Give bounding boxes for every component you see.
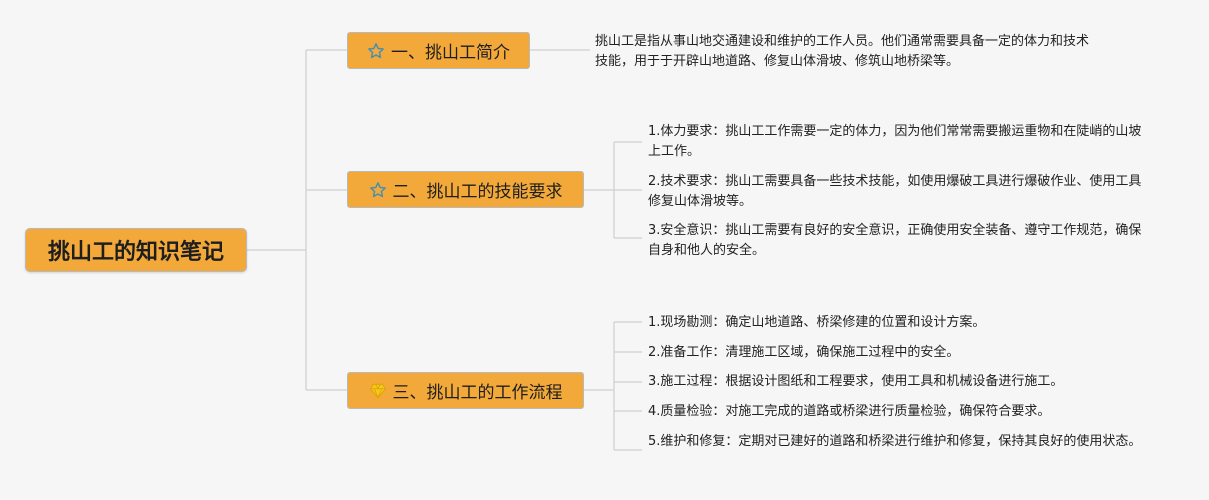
connector-branch-3 — [584, 321, 642, 451]
leaf-topic-intro[interactable]: 挑山工是指从事山地交通建设和维护的工作人员。他们通常需要具备一定的体力和技术技能… — [595, 34, 1090, 69]
leaf-topic-maintenance[interactable]: 5.维护和修复：定期对已建好的道路和桥梁进行维护和修复，保持其良好的使用状态。 — [648, 434, 1142, 449]
root-topic-label: 挑山工的知识笔记 — [47, 240, 224, 265]
star-outline-icon — [367, 42, 385, 60]
diamond-icon — [369, 382, 387, 400]
leaf-topic-inspection[interactable]: 4.质量检验：对施工完成的道路或桥梁进行质量检验，确保符合要求。 — [648, 404, 1051, 419]
branch-topic-label: 三、挑山工的工作流程 — [392, 383, 563, 403]
connector-branch-2 — [584, 141, 642, 239]
branch-topic-intro[interactable]: 一、挑山工简介 — [347, 32, 530, 69]
leaf-topic-safety[interactable]: 3.安全意识：挑山工需要有良好的安全意识，正确使用安全装备、遵守工作规范，确保自… — [648, 223, 1142, 258]
leaf-topic-technical[interactable]: 2.技术要求：挑山工需要具备一些技术技能，如使用爆破工具进行爆破作业、使用工具修… — [648, 174, 1142, 209]
leaf-topic-physical[interactable]: 1.体力要求：挑山工工作需要一定的体力，因为他们常常需要搬运重物和在陡峭的山坡上… — [648, 124, 1142, 159]
root-topic[interactable]: 挑山工的知识笔记 — [25, 228, 247, 272]
leaf-topic-construction[interactable]: 3.施工过程：根据设计图纸和工程要求，使用工具和机械设备进行施工。 — [648, 374, 1064, 389]
branch-topic-workflow[interactable]: 三、挑山工的工作流程 — [347, 372, 584, 409]
branch-topic-label: 一、挑山工简介 — [391, 43, 510, 63]
branch-topic-skills[interactable]: 二、挑山工的技能要求 — [347, 171, 584, 208]
leaf-topic-preparation[interactable]: 2.准备工作：清理施工区域，确保施工过程中的安全。 — [648, 345, 960, 360]
branch-topic-label: 二、挑山工的技能要求 — [392, 182, 563, 202]
connector-root-branches — [247, 49, 347, 391]
star-outline-icon — [369, 181, 387, 199]
leaf-topic-survey[interactable]: 1.现场勘测：确定山地道路、桥梁修建的位置和设计方案。 — [648, 315, 986, 330]
